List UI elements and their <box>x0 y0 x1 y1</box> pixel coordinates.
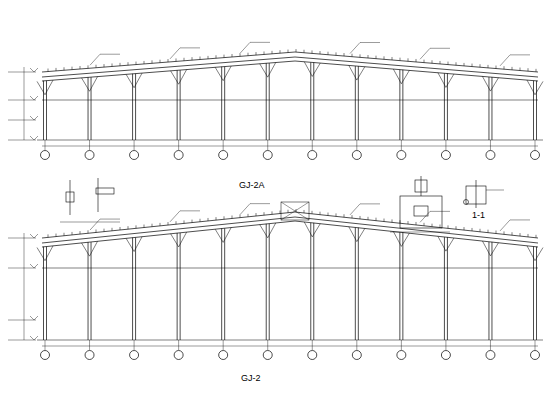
detail-sketches <box>60 176 504 232</box>
portal-frame <box>8 202 543 360</box>
frame-title: GJ-2A <box>238 181 266 191</box>
portal-frame <box>8 42 543 159</box>
section-mark: 1-1 <box>471 211 486 221</box>
frame-title: GJ-2 <box>240 374 262 384</box>
